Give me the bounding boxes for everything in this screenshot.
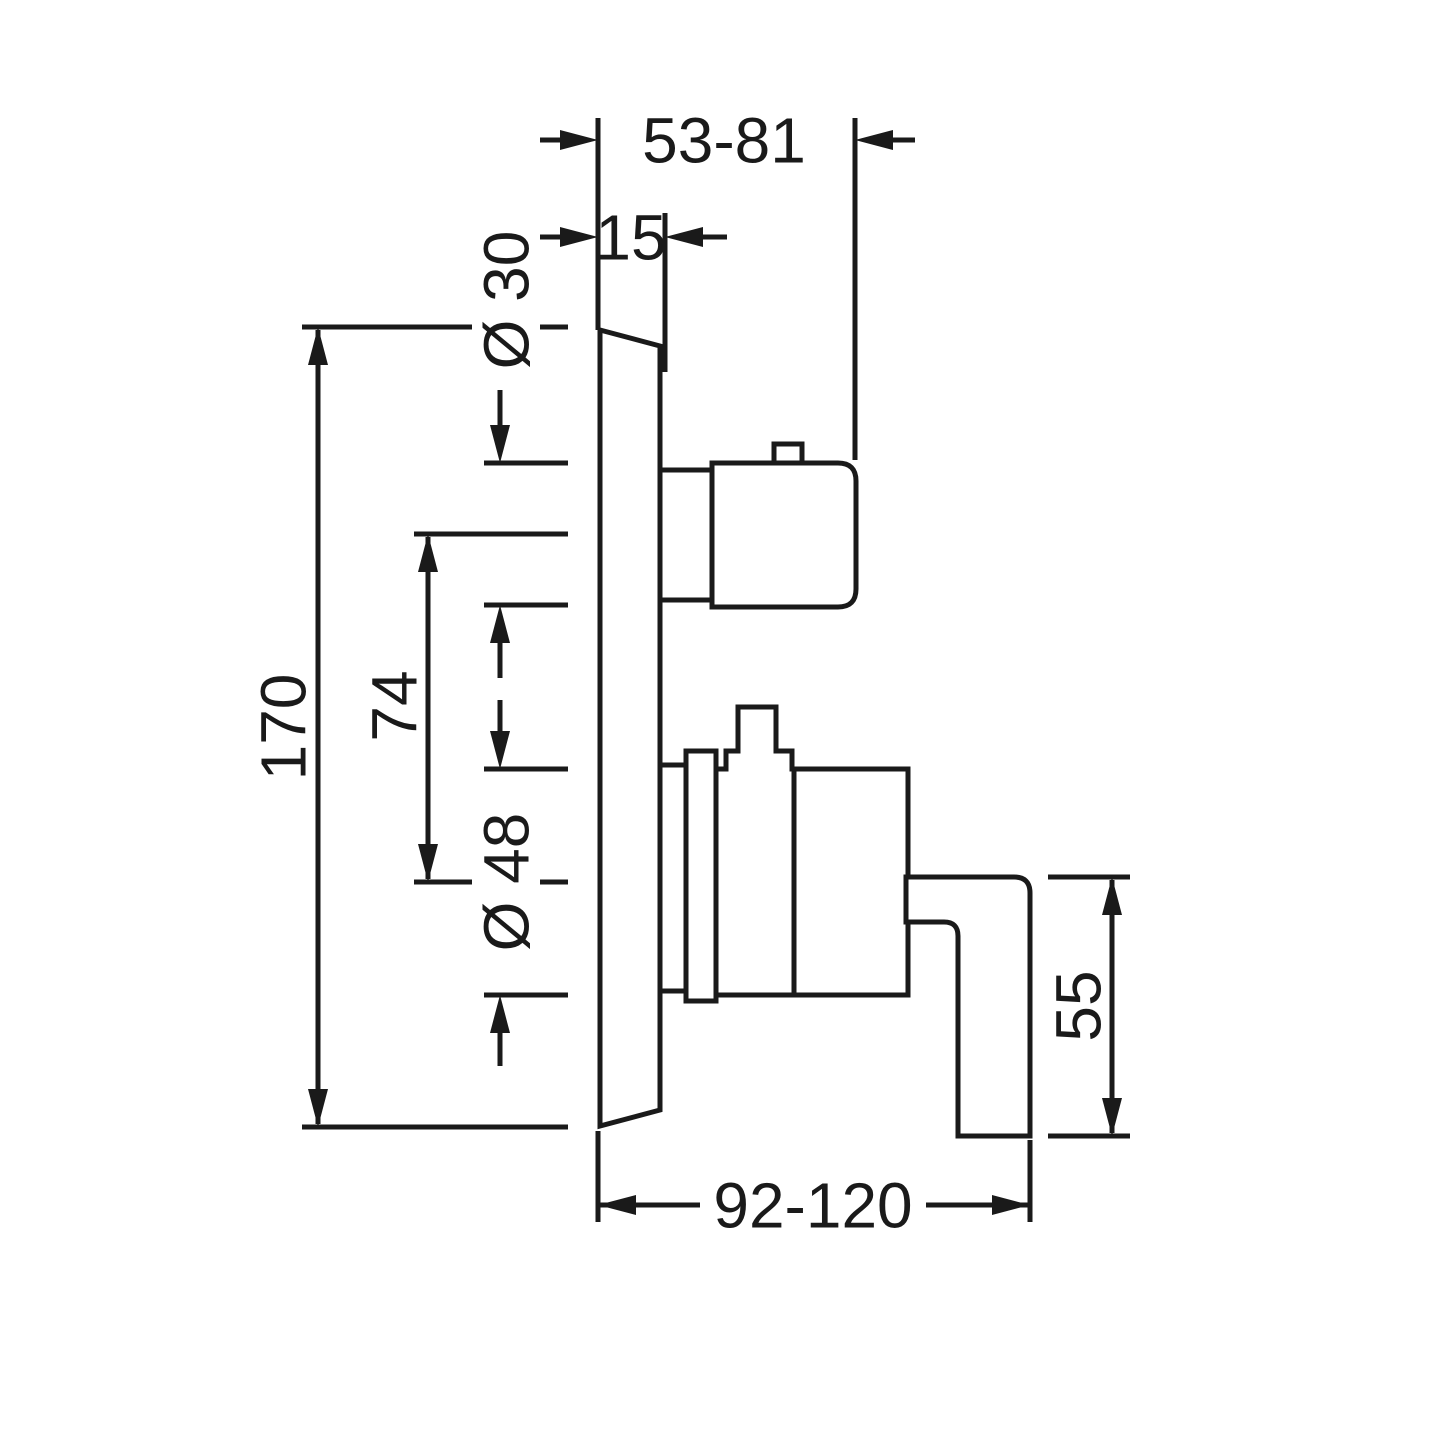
arrow-up-icon bbox=[1102, 877, 1122, 915]
arrow-right-icon bbox=[560, 227, 598, 247]
arrow-right-icon bbox=[560, 130, 598, 150]
arrow-left-icon bbox=[855, 130, 893, 150]
arrow-left-icon bbox=[665, 227, 703, 247]
valve-connector bbox=[657, 762, 689, 994]
thermostat-sleeve bbox=[657, 467, 715, 603]
dim-label-lever: 55 bbox=[1042, 970, 1114, 1041]
arrow-up-icon bbox=[490, 605, 510, 643]
dim-handle-diameter-30 bbox=[484, 388, 568, 678]
dim-plate-thickness bbox=[540, 213, 727, 372]
dim-label-depth-bottom: 92-120 bbox=[713, 1169, 912, 1241]
wall-plate bbox=[597, 326, 663, 1130]
dim-label-dia30: Ø 30 bbox=[470, 231, 542, 370]
dim-label-dia48: Ø 48 bbox=[470, 813, 542, 952]
fixture-outline bbox=[597, 326, 1033, 1139]
thermostat-marker-tab bbox=[771, 441, 805, 466]
arrow-down-icon bbox=[490, 731, 510, 769]
arrow-up-icon bbox=[418, 534, 438, 572]
arrow-down-icon bbox=[1102, 1098, 1122, 1136]
thermostat-handle bbox=[709, 460, 859, 610]
arrow-up-icon bbox=[490, 995, 510, 1033]
dim-label-thickness: 15 bbox=[595, 201, 666, 273]
arrow-left-icon bbox=[598, 1195, 636, 1215]
dim-plate-height-170 bbox=[302, 324, 568, 1130]
arrow-down-icon bbox=[418, 844, 438, 882]
dim-label-height: 170 bbox=[247, 674, 319, 781]
dim-depth-top bbox=[540, 118, 915, 460]
valve-body bbox=[713, 704, 911, 998]
arrow-right-icon bbox=[992, 1195, 1030, 1215]
arrow-down-icon bbox=[308, 1089, 328, 1127]
dim-label-spacing: 74 bbox=[358, 670, 430, 741]
dimension-labels: 53-81 15 Ø 30 170 74 Ø 48 55 92-120 bbox=[247, 104, 1114, 1241]
arrow-up-icon bbox=[308, 327, 328, 365]
lever-handle bbox=[903, 874, 1033, 1139]
dim-body-diameter-48 bbox=[484, 700, 568, 1066]
dim-label-depth-top: 53-81 bbox=[642, 104, 806, 176]
valve-flange bbox=[683, 748, 719, 1004]
dim-lever-height-55 bbox=[1048, 874, 1130, 1139]
arrow-down-icon bbox=[490, 425, 510, 463]
